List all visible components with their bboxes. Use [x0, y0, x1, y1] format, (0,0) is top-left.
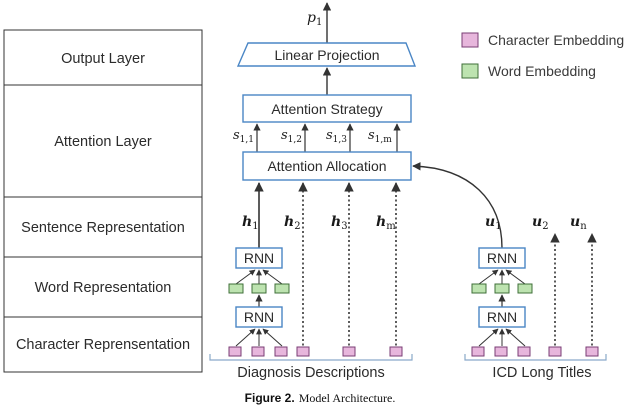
diagnosis-word-rnn-label: RNN: [244, 250, 274, 266]
connector: [262, 269, 283, 285]
connector: [505, 269, 526, 285]
connector: [235, 328, 256, 347]
hm-label: hm: [376, 214, 396, 232]
char-embedding-swatch: [461, 32, 479, 48]
char-embedding-block: [517, 346, 531, 357]
connector: [478, 269, 499, 285]
attention-allocation-label: Attention Allocation: [267, 158, 386, 174]
icd-char-rnn-label: RNN: [487, 309, 517, 325]
layer-box-sentence: [3, 196, 203, 258]
connector: [478, 328, 499, 347]
char-embedding-block: [585, 346, 599, 357]
legend: Character Embedding Word Embedding: [461, 32, 624, 79]
icd-long-titles-label: ICD Long Titles: [492, 365, 591, 381]
char-embedding-block: [342, 346, 356, 357]
h1-label: h1: [242, 214, 259, 232]
layer-box-output: [3, 29, 203, 86]
layer-box-word: [3, 256, 203, 318]
score-label-1-2: s1,2: [281, 128, 302, 145]
title-to-allocation-arrow: [412, 162, 503, 249]
char-embedding-block: [296, 346, 310, 357]
layer-column: Output Layer Attention Layer Sentence Re…: [3, 29, 203, 373]
diagnosis-char-rnn-label: RNN: [244, 309, 274, 325]
char-embedding-block: [274, 346, 288, 357]
un-label: un: [570, 214, 587, 232]
h3-label: h3: [331, 214, 348, 232]
word-embedding-block: [517, 283, 533, 294]
score-label-1-m: s1,m: [368, 128, 392, 145]
char-embedding-block: [251, 346, 265, 357]
layer-label-character: Character Reprensentation: [16, 337, 190, 353]
word-embedding-block: [494, 283, 510, 294]
connector: [505, 328, 526, 347]
score-label-1-1: s1,1: [233, 128, 254, 145]
char-embedding-block: [471, 346, 485, 357]
word-embedding-swatch: [461, 63, 479, 79]
icd-word-rnn-label: RNN: [487, 250, 517, 266]
connector: [262, 328, 283, 347]
layer-box-character: [3, 316, 203, 373]
char-embedding-block: [494, 346, 508, 357]
linear-projection-box: [236, 42, 417, 67]
word-embedding-block: [471, 283, 487, 294]
connector: [235, 269, 256, 285]
linear-projection-label: Linear Projection: [274, 47, 379, 63]
word-embedding-block: [251, 283, 267, 294]
char-embedding-block: [228, 346, 242, 357]
diagnosis-bracket: [209, 354, 413, 361]
diagnosis-descriptions-label: Diagnosis Descriptions: [237, 365, 384, 381]
icd-char-rnn-box: [478, 306, 526, 328]
output-symbol: p1: [307, 10, 322, 28]
legend-word-embedding-label: Word Embedding: [488, 63, 596, 79]
word-embedding-block: [228, 283, 244, 294]
attention-allocation-box: [242, 151, 412, 181]
layer-label-sentence: Sentence Representation: [21, 220, 185, 236]
score-label-1-3: s1,3: [326, 128, 347, 145]
h2-label: h2: [284, 214, 301, 232]
word-embedding-block: [274, 283, 290, 294]
u1-label: u1: [485, 214, 502, 232]
diagnosis-char-rnn-box: [235, 306, 283, 328]
u2-label: u2: [532, 214, 549, 232]
char-embedding-block: [548, 346, 562, 357]
legend-char-embedding-label: Character Embedding: [488, 32, 624, 48]
layer-label-word: Word Representation: [35, 280, 172, 296]
icd-word-rnn-box: [478, 247, 526, 269]
attention-strategy-box: [242, 94, 412, 123]
char-embedding-block: [389, 346, 403, 357]
figure-caption: Figure 2.Model Architecture.: [245, 391, 396, 405]
icd-bracket: [464, 354, 607, 361]
layer-box-attention: [3, 84, 203, 198]
layer-label-attention: Attention Layer: [54, 134, 152, 150]
layer-label-output: Output Layer: [61, 51, 145, 67]
attention-strategy-label: Attention Strategy: [271, 101, 382, 117]
diagnosis-word-rnn-box: [235, 247, 283, 269]
